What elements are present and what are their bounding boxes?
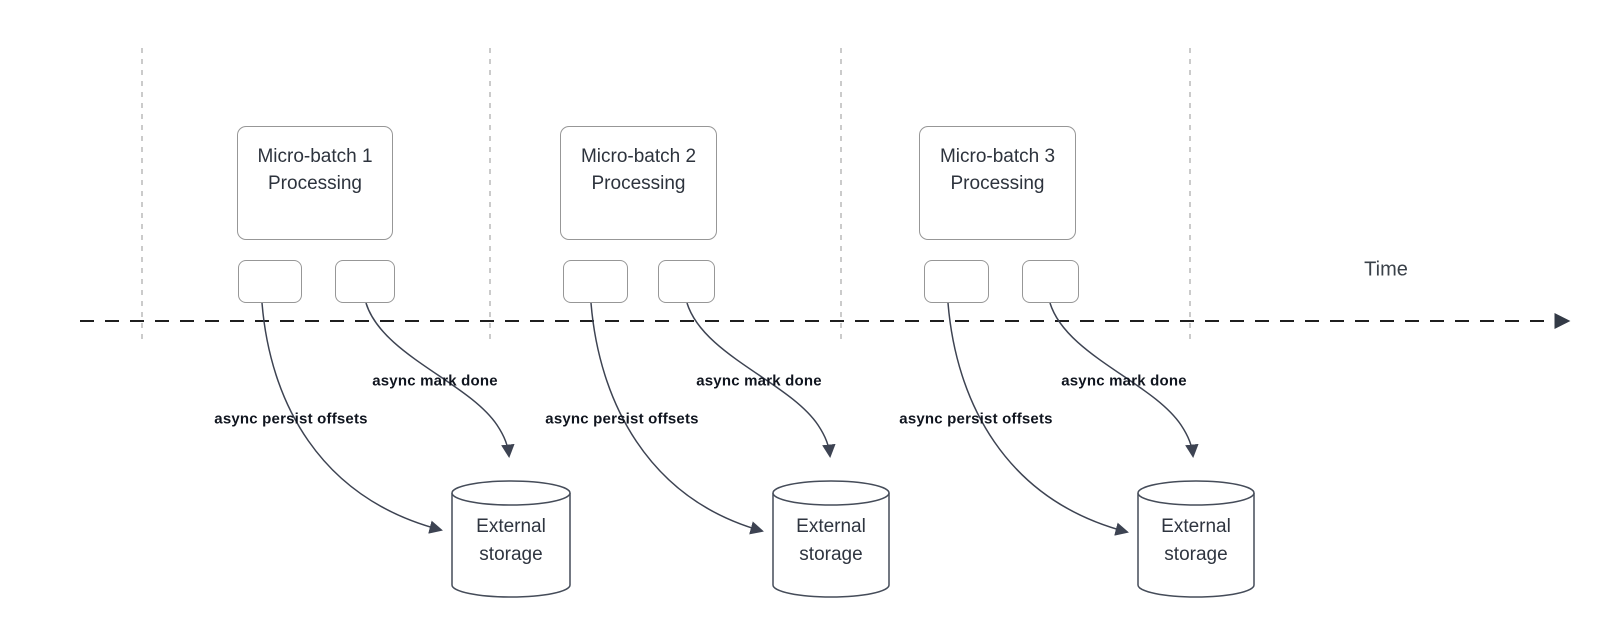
micro-batch-title-line2: Processing bbox=[591, 173, 686, 194]
external-storage-label: External storage bbox=[796, 513, 866, 569]
external-storage-label: External storage bbox=[1161, 513, 1231, 569]
mark-done-label: async mark done bbox=[1061, 372, 1187, 390]
micro-batch-box: Micro-batch 3 Processing bbox=[919, 126, 1076, 240]
external-storage-cylinder bbox=[451, 480, 571, 598]
mark-done-arrow bbox=[365, 302, 515, 459]
offset-task-box bbox=[238, 260, 302, 303]
external-storage-label: External storage bbox=[476, 513, 546, 569]
external-storage-line1: External bbox=[1161, 516, 1231, 537]
external-storage-line2: storage bbox=[1164, 544, 1228, 565]
mark-done-label: async mark done bbox=[696, 372, 822, 390]
persist-offsets-label: async persist offsets bbox=[545, 410, 699, 428]
external-storage-line1: External bbox=[476, 516, 546, 537]
micro-batch-title-line1: Micro-batch 2 bbox=[580, 146, 697, 167]
micro-batch-title-line2: Processing bbox=[950, 173, 1045, 194]
external-storage-line1: External bbox=[796, 516, 866, 537]
commit-task-box bbox=[658, 260, 715, 303]
offset-task-box bbox=[563, 260, 628, 303]
persist-offsets-label: async persist offsets bbox=[214, 410, 368, 428]
mark-done-arrow bbox=[1049, 302, 1199, 459]
commit-task-box bbox=[1022, 260, 1079, 303]
persist-offsets-arrow bbox=[261, 302, 443, 534]
persist-offsets-label: async persist offsets bbox=[899, 410, 1053, 428]
mark-done-label: async mark done bbox=[372, 372, 498, 390]
offset-task-box bbox=[924, 260, 989, 303]
micro-batch-box: Micro-batch 2 Processing bbox=[560, 126, 717, 240]
external-storage-line2: storage bbox=[799, 544, 863, 565]
external-storage-line2: storage bbox=[479, 544, 543, 565]
persist-offsets-arrow bbox=[590, 302, 764, 535]
commit-task-box bbox=[335, 260, 395, 303]
external-storage-cylinder bbox=[1137, 480, 1255, 598]
persist-offsets-arrow bbox=[947, 302, 1129, 536]
micro-batch-title-line1: Micro-batch 1 bbox=[257, 146, 373, 167]
time-label: Time bbox=[1364, 258, 1408, 281]
external-storage-cylinder bbox=[772, 480, 890, 598]
micro-batch-title-line2: Processing bbox=[268, 173, 362, 194]
micro-batch-box: Micro-batch 1 Processing bbox=[237, 126, 393, 240]
mark-done-arrow bbox=[686, 302, 836, 459]
micro-batch-title-line1: Micro-batch 3 bbox=[939, 146, 1056, 167]
